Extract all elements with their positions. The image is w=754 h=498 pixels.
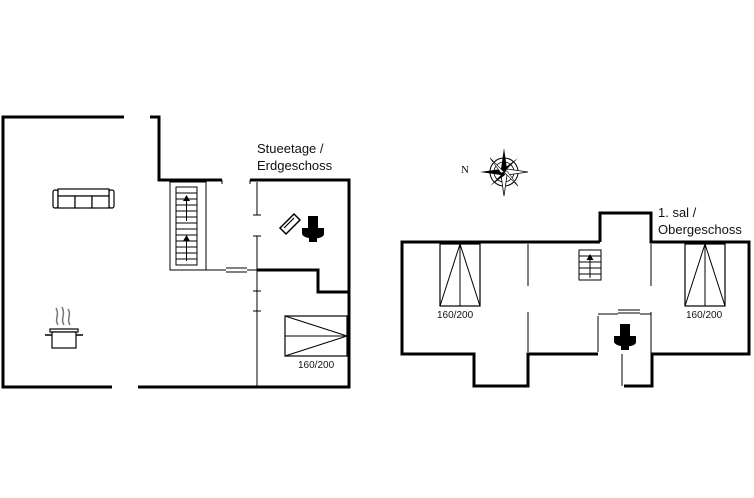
ground-floor-label: Stueetage / Erdgeschoss bbox=[257, 140, 332, 174]
compass-rose-icon bbox=[480, 148, 529, 197]
cooking-pot-icon bbox=[45, 306, 83, 349]
ground-outer-wall bbox=[1, 115, 124, 389]
ground-floor-label-line2: Erdgeschoss bbox=[257, 158, 333, 173]
toilet-icon bbox=[614, 324, 636, 350]
ground-outer-wall-east bbox=[138, 178, 351, 389]
upper-floor-label: 1. sal / Obergeschoss bbox=[658, 204, 742, 238]
stairs-icon bbox=[175, 186, 198, 266]
upper-right-bed-size: 160/200 bbox=[686, 310, 723, 321]
upper-outer-wall bbox=[598, 211, 751, 388]
stairs-icon bbox=[578, 249, 602, 281]
ground-outer-wall-right bbox=[150, 115, 222, 182]
upper-floor-plan bbox=[400, 211, 751, 388]
toilet-icon bbox=[278, 212, 324, 242]
ground-floor-label-line1: Stueetage / bbox=[257, 141, 324, 156]
double-bed-icon bbox=[439, 243, 481, 307]
compass-north-label: N bbox=[461, 164, 469, 176]
upper-outer-wall-left bbox=[400, 240, 600, 388]
upper-floor-label-line2: Obergeschoss bbox=[658, 222, 742, 237]
double-bed-icon bbox=[284, 315, 348, 357]
double-bed-icon bbox=[684, 243, 726, 307]
sofa-icon bbox=[52, 188, 115, 209]
ground-floor-plan bbox=[1, 115, 351, 389]
upper-left-bed-size: 160/200 bbox=[437, 310, 474, 321]
upper-floor-label-line1: 1. sal / bbox=[658, 205, 697, 220]
ground-bed-size: 160/200 bbox=[298, 360, 335, 371]
stair-enclosure bbox=[169, 181, 207, 271]
